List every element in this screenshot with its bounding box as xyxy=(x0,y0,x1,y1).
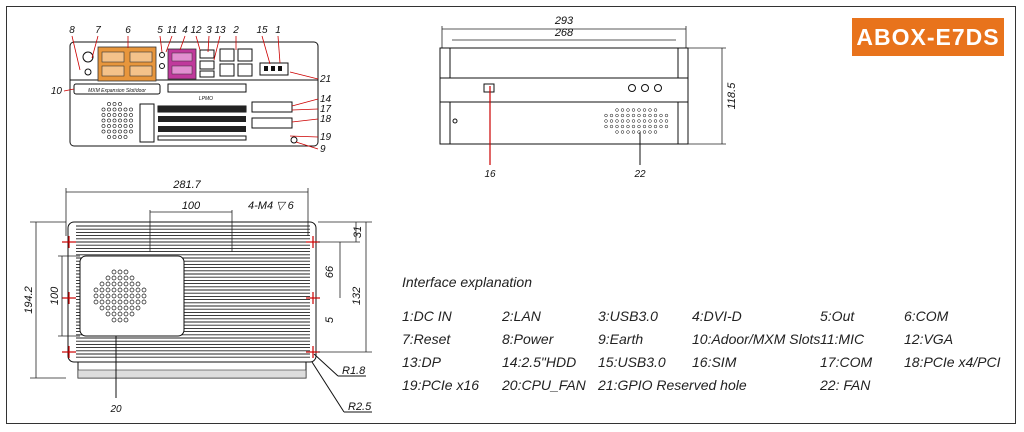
drawing-frame xyxy=(6,6,1016,424)
interface-item: 7:Reset xyxy=(402,331,451,347)
dim-194-2: 194.2 xyxy=(23,286,35,314)
interface-item: 11:MIC xyxy=(820,331,865,347)
dim-132: 132 xyxy=(351,287,363,305)
front-callout-17: 17 xyxy=(320,104,332,115)
front-callout-1: 1 xyxy=(275,25,281,36)
front-callout-11: 11 xyxy=(167,25,177,36)
side-fan-grille xyxy=(604,108,669,134)
radius-r2-5: R2.5 xyxy=(348,401,372,413)
front-callout-13: 13 xyxy=(214,25,226,36)
callout-20: 20 xyxy=(109,404,122,415)
interface-item: 9:Earth xyxy=(598,331,644,347)
front-callout-leader xyxy=(195,35,201,51)
interface-item: 15:USB3.0 xyxy=(598,354,666,370)
radius-r1-8: R1.8 xyxy=(342,365,366,377)
interface-item: 16:SIM xyxy=(692,354,737,370)
dim-118-5: 118.5 xyxy=(726,82,738,110)
front-callout-21: 21 xyxy=(319,74,331,85)
interface-item: 10:Adoor/MXM Slots xyxy=(692,331,821,347)
front-callout-leader xyxy=(291,108,319,111)
front-callout-leader xyxy=(289,71,319,80)
front-callout-12: 12 xyxy=(190,25,202,36)
front-callout-2: 2 xyxy=(232,25,239,36)
front-callout-leader xyxy=(207,35,210,53)
interface-item: 4:DVI-D xyxy=(692,308,742,324)
front-callout-leader xyxy=(91,35,99,59)
front-callout-leader xyxy=(291,118,319,123)
front-callout-leader xyxy=(289,135,319,138)
interface-item: 12:VGA xyxy=(904,331,954,347)
front-callout-7: 7 xyxy=(95,25,101,36)
dim-66: 66 xyxy=(324,265,336,278)
callout-22: 22 xyxy=(633,169,646,180)
front-callout-leader xyxy=(165,35,173,53)
front-callout-leader xyxy=(63,88,75,92)
front-callout-4: 4 xyxy=(182,25,188,36)
interface-item: 18:PCIe x4/PCI xyxy=(904,354,1001,370)
front-callout-8: 8 xyxy=(69,25,75,36)
interface-item: 8:Power xyxy=(502,331,554,347)
dim-268: 268 xyxy=(554,27,574,39)
interface-item: 17:COM xyxy=(820,354,873,370)
front-callout-9: 9 xyxy=(320,144,326,155)
heatsink-fins xyxy=(76,225,310,358)
front-callout-3: 3 xyxy=(206,25,212,36)
front-callout-leader xyxy=(291,98,319,107)
model-badge: ABOX-E7DS xyxy=(852,18,1004,56)
interface-item: 19:PCIe x16 xyxy=(402,377,480,393)
front-callout-19: 19 xyxy=(320,132,332,143)
dim-100-horizontal: 100 xyxy=(182,200,201,212)
front-callout-6: 6 xyxy=(125,25,131,36)
front-callout-leader xyxy=(261,35,271,65)
interface-item: 20:CPU_FAN xyxy=(502,377,586,393)
dim-5: 5 xyxy=(324,316,336,323)
slot-label: MXM Expansion Slot/door xyxy=(88,88,146,94)
callout-16: 16 xyxy=(484,169,496,180)
cpu-fan-grille xyxy=(93,269,147,323)
port-label: LPMO xyxy=(199,96,213,102)
front-callout-leader xyxy=(295,141,319,150)
front-callout-14: 14 xyxy=(320,94,332,105)
front-callout-leader xyxy=(277,35,281,64)
front-callout-18: 18 xyxy=(320,114,332,125)
interface-item: 22: FAN xyxy=(820,377,871,393)
hole-spec: 4-M4 ▽ 6 xyxy=(248,200,295,212)
side-view: 293 268 118.5 16 22 xyxy=(439,15,738,180)
interface-item: 1:DC IN xyxy=(402,308,452,324)
front-callout-5: 5 xyxy=(157,25,163,36)
interface-item: 14:2.5"HDD xyxy=(502,354,577,370)
front-callout-leader xyxy=(179,35,186,51)
interface-item: 13:DP xyxy=(402,354,441,370)
dim-31: 31 xyxy=(352,226,364,238)
mount-marks xyxy=(62,236,320,358)
front-callout-leader xyxy=(159,35,163,53)
interface-item: 5:Out xyxy=(820,308,855,324)
front-view: MXM Expansion Slot/door LPMO xyxy=(69,41,319,147)
interface-title: Interface explanation xyxy=(402,274,532,290)
interface-item: 2:LAN xyxy=(502,308,541,324)
front-callout-10: 10 xyxy=(51,86,63,97)
dim-281-7: 281.7 xyxy=(172,179,201,191)
interface-item: 3:USB3.0 xyxy=(598,308,658,324)
front-callout-15: 15 xyxy=(256,25,268,36)
dim-100-vertical: 100 xyxy=(49,286,61,305)
front-fan-grille xyxy=(101,102,133,139)
dim-293: 293 xyxy=(554,15,574,27)
front-callout-leader xyxy=(71,35,81,71)
interface-item: 21:GPIO Reserved hole xyxy=(598,377,747,393)
front-callout-leader xyxy=(213,35,221,61)
top-view: 281.7 100 4-M4 ▽ 6 194.2 100 xyxy=(23,179,372,415)
interface-item: 6:COM xyxy=(904,308,949,324)
